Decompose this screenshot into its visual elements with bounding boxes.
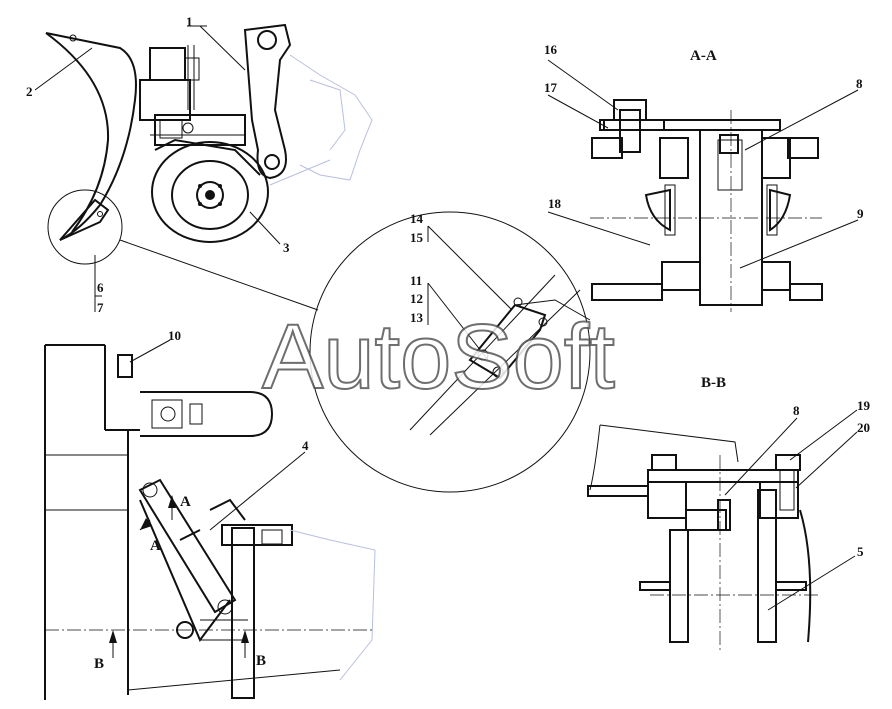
callout-18: 18 <box>548 196 562 211</box>
callout-9: 9 <box>857 206 864 221</box>
callout-2: 2 <box>26 84 33 99</box>
callout-16: 16 <box>544 42 558 57</box>
callout-3: 3 <box>283 240 290 255</box>
section-bb-view <box>587 409 858 650</box>
detail-connector-line <box>119 239 319 311</box>
callout-1: 1 <box>186 14 193 29</box>
callout-4: 4 <box>302 438 309 453</box>
callout-11: 11 <box>410 273 422 288</box>
callout-12: 12 <box>410 291 423 306</box>
section-bb-title: B-B <box>701 375 726 391</box>
section-b-marker-right: B <box>256 653 266 669</box>
section-a-marker-bottom: A <box>150 538 161 554</box>
enlarged-detail-view <box>309 211 591 493</box>
callout-leaders-top-left <box>34 25 281 312</box>
callout-8-bb: 8 <box>793 403 800 418</box>
plan-view-bottom <box>44 339 376 700</box>
callout-8-aa: 8 <box>856 76 863 91</box>
callout-10: 10 <box>168 328 181 343</box>
callout-5: 5 <box>857 544 864 559</box>
section-aa-view <box>547 59 859 312</box>
callout-labels: 1 2 3 4 5 6 7 8 8 9 10 11 12 13 14 15 16… <box>26 14 871 559</box>
callout-15: 15 <box>410 230 424 245</box>
callout-7: 7 <box>97 300 104 315</box>
watermark-text: AutoSoft <box>262 306 615 408</box>
section-labels: A-A B-B A A B B <box>94 48 726 672</box>
section-a-marker-top: A <box>180 494 191 510</box>
callout-17: 17 <box>544 80 558 95</box>
callout-14: 14 <box>410 211 424 226</box>
wheel-assembly-view <box>45 23 373 265</box>
section-aa-title: A-A <box>690 48 717 64</box>
callout-13: 13 <box>410 310 424 325</box>
callout-6: 6 <box>97 280 104 295</box>
callout-19: 19 <box>857 398 871 413</box>
callout-20: 20 <box>857 420 870 435</box>
section-b-marker-left: B <box>94 656 104 672</box>
